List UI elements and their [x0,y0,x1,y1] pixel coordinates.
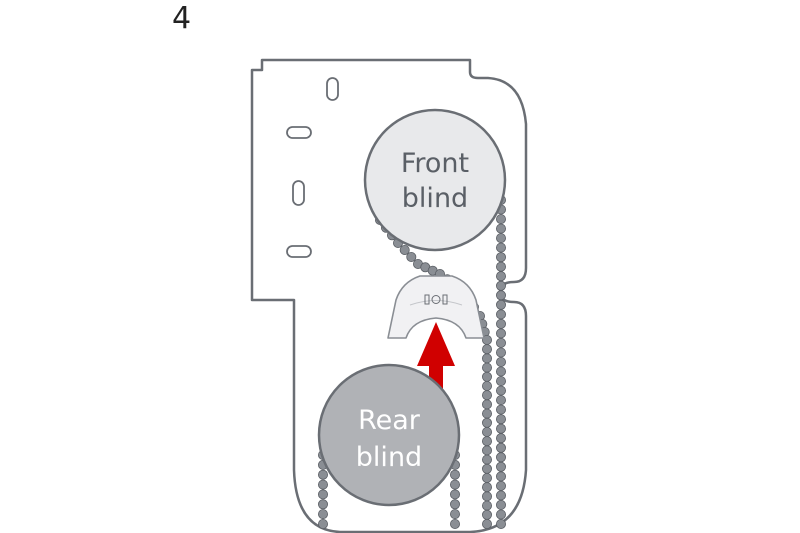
chain-bead [495,356,506,367]
chain-bead [495,376,506,387]
front-blind-circle [363,108,507,252]
chain-bead [481,362,492,373]
chain-bead [481,482,492,493]
chain-bead [495,471,506,482]
chain-bead [495,347,506,358]
chain-bead [317,519,328,530]
chain-bead [495,385,506,396]
chain-bead [481,371,492,382]
chain-bead [481,491,492,502]
chain-bead [481,390,492,401]
chain-bead [495,423,506,434]
chain-bead [317,489,328,500]
chain-bead [495,233,506,244]
chain-bead [495,519,506,530]
chain-bead [481,426,492,437]
chain-bead [481,463,492,474]
chain-bead [317,509,328,520]
chain-bead [495,214,506,225]
chain-bead [406,251,417,262]
chain-bead [495,299,506,310]
chain-bead [481,519,492,530]
chain-bead [495,499,506,510]
rear-blind-label-line1: Rear [358,405,421,436]
chain-bead [495,280,506,291]
chain-bead [495,433,506,444]
chain-bead [481,454,492,465]
chain-bead [481,399,492,410]
chain-bead [317,499,328,510]
front-blind-label-line2: blind [402,183,468,214]
chain-bead [495,490,506,501]
chain-bead [481,500,492,511]
chain-bead [495,404,506,415]
chain-bead [495,442,506,453]
step-number: 4 [172,1,192,36]
chain-bead [481,344,492,355]
vertical-slot-top [326,77,339,101]
chain-bead [495,328,506,339]
chain-bead [495,242,506,253]
chain-bead [495,414,506,425]
chain-bead [449,519,460,530]
chain-bead [481,408,492,419]
rear-blind-circle [317,363,461,507]
chain-bead [449,489,460,500]
chain-bead [481,353,492,364]
chain-bead [481,436,492,447]
horizontal-slot-1 [286,126,312,139]
chain-bead [449,499,460,510]
vertical-slot-middle [292,180,305,206]
chain-bead [495,261,506,272]
rear-blind-label-line2: blind [356,442,422,473]
chain-bead [495,461,506,472]
chain-bead [317,479,328,490]
chain-guide-icon [387,275,485,339]
chain-bead [495,395,506,406]
chain-bead [317,469,328,480]
chain-bead [495,480,506,491]
chain-bead [495,252,506,263]
chain-bead [495,337,506,348]
chain-bead [495,452,506,463]
chain-bead [495,309,506,320]
chain-bead [449,479,460,490]
chain-bead [481,509,492,520]
front-blind-label-line1: Front [401,148,469,179]
red-up-arrow-icon [417,322,455,392]
chain-bead [495,271,506,282]
chain-bead [495,366,506,377]
horizontal-slot-2 [286,245,312,258]
chain-bead [495,318,506,329]
chain-bead [449,509,460,520]
chain-bead [481,445,492,456]
chain-bead [495,223,506,234]
chain-bead [399,244,410,255]
chain-bead [481,380,492,391]
chain-bead [495,290,506,301]
chain-bead [449,469,460,480]
chain-bead [481,472,492,483]
chain-bead [495,509,506,520]
chain-bead [481,417,492,428]
